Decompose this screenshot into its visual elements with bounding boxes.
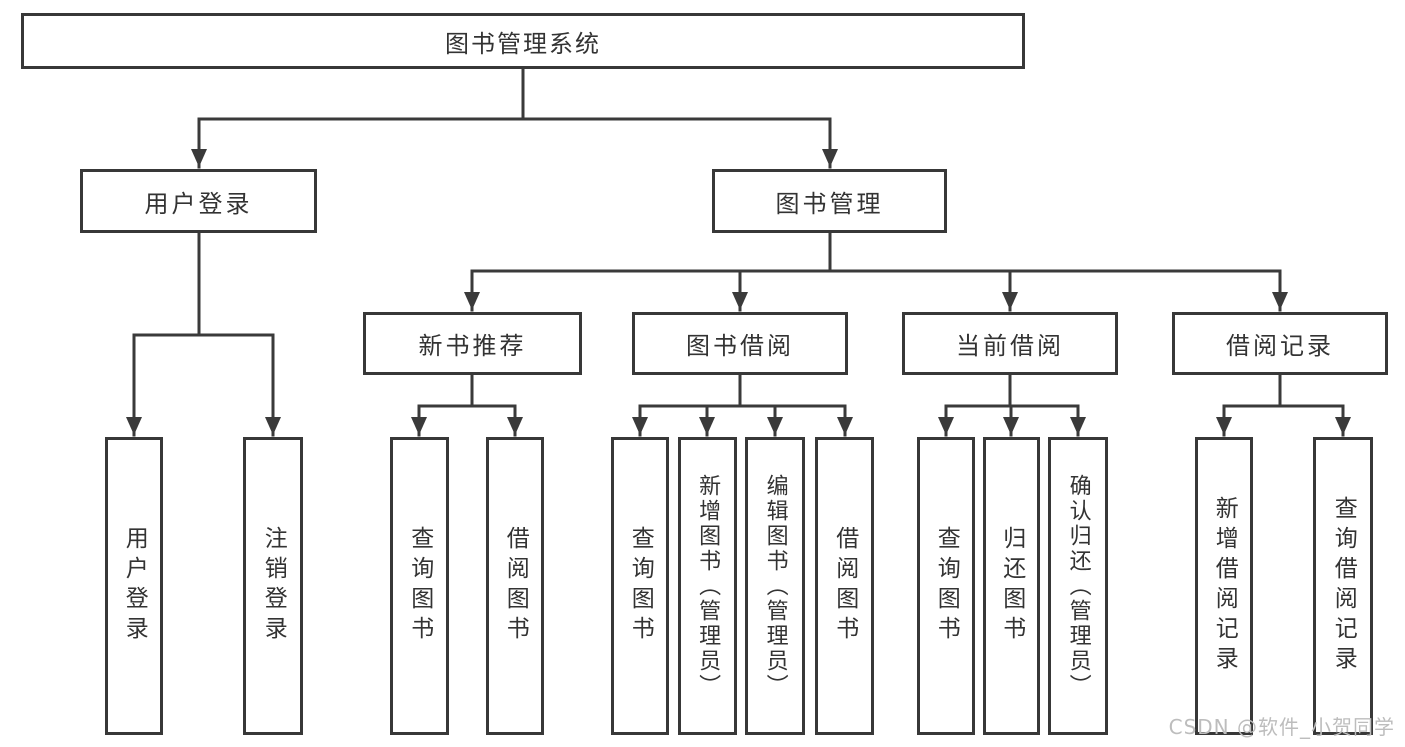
leaf-borrow-query-books: 查询图书 [611, 437, 669, 735]
node-label: 借阅图书 [502, 526, 529, 646]
node-book-borrow: 图书借阅 [632, 312, 848, 375]
csdn-watermark: CSDN @软件_小贺同学 [1168, 715, 1395, 739]
leaf-newbook-borrow-books: 借阅图书 [486, 437, 544, 735]
node-label: 新书推荐 [418, 332, 527, 360]
leaf-logout: 注销登录 [243, 437, 303, 735]
leaf-edit-books-admin: 编辑图书（管理员） [745, 437, 805, 735]
node-label: 新增借阅记录 [1211, 496, 1238, 676]
leaf-add-borrow-record: 新增借阅记录 [1195, 437, 1253, 735]
leaf-add-books-admin: 新增图书（管理员） [678, 437, 737, 735]
node-label: 查询图书 [406, 526, 433, 646]
node-book-management: 图书管理 [712, 169, 947, 233]
node-current-borrow: 当前借阅 [902, 312, 1118, 375]
user-login-edges [126, 231, 281, 437]
node-label: 查询图书 [933, 526, 960, 646]
node-label: 当前借阅 [956, 332, 1064, 360]
leaf-confirm-return-admin: 确认归还（管理员） [1048, 437, 1108, 735]
leaf-newbook-query-books: 查询图书 [390, 437, 449, 735]
node-borrow-record: 借阅记录 [1172, 312, 1388, 375]
borrow-record-edges [1216, 373, 1351, 437]
leaf-user-login: 用户登录 [105, 437, 163, 735]
node-label: 新增图书（管理员） [695, 473, 721, 699]
leaf-current-query-books: 查询图书 [917, 437, 975, 735]
book-management-edges [464, 231, 1288, 312]
leaf-borrow-books: 借阅图书 [815, 437, 874, 735]
node-label: 图书管理 [775, 189, 884, 218]
new-book-edges [411, 373, 523, 437]
node-new-book-recommend: 新书推荐 [363, 312, 582, 375]
node-label: 用户登录 [144, 189, 253, 218]
root-edges [191, 67, 838, 169]
node-label: 借阅记录 [1226, 332, 1334, 360]
book-borrow-edges [632, 373, 853, 437]
node-label: 确认归还（管理员） [1065, 473, 1091, 699]
current-borrow-edges [938, 373, 1086, 437]
node-label: 查询借阅记录 [1330, 496, 1357, 676]
node-label: 查询图书 [627, 526, 654, 646]
leaf-return-books: 归还图书 [983, 437, 1040, 735]
node-label: 用户登录 [121, 526, 148, 646]
node-label: 图书管理系统 [445, 29, 601, 58]
node-label: 编辑图书（管理员） [762, 473, 788, 699]
node-label: 图书借阅 [686, 332, 794, 360]
node-label: 借阅图书 [831, 526, 858, 646]
node-root-library-system: 图书管理系统 [21, 13, 1025, 69]
leaf-query-borrow-record: 查询借阅记录 [1313, 437, 1373, 735]
node-label: 注销登录 [260, 526, 287, 646]
node-label: 归还图书 [998, 526, 1025, 646]
node-user-login: 用户登录 [80, 169, 317, 233]
